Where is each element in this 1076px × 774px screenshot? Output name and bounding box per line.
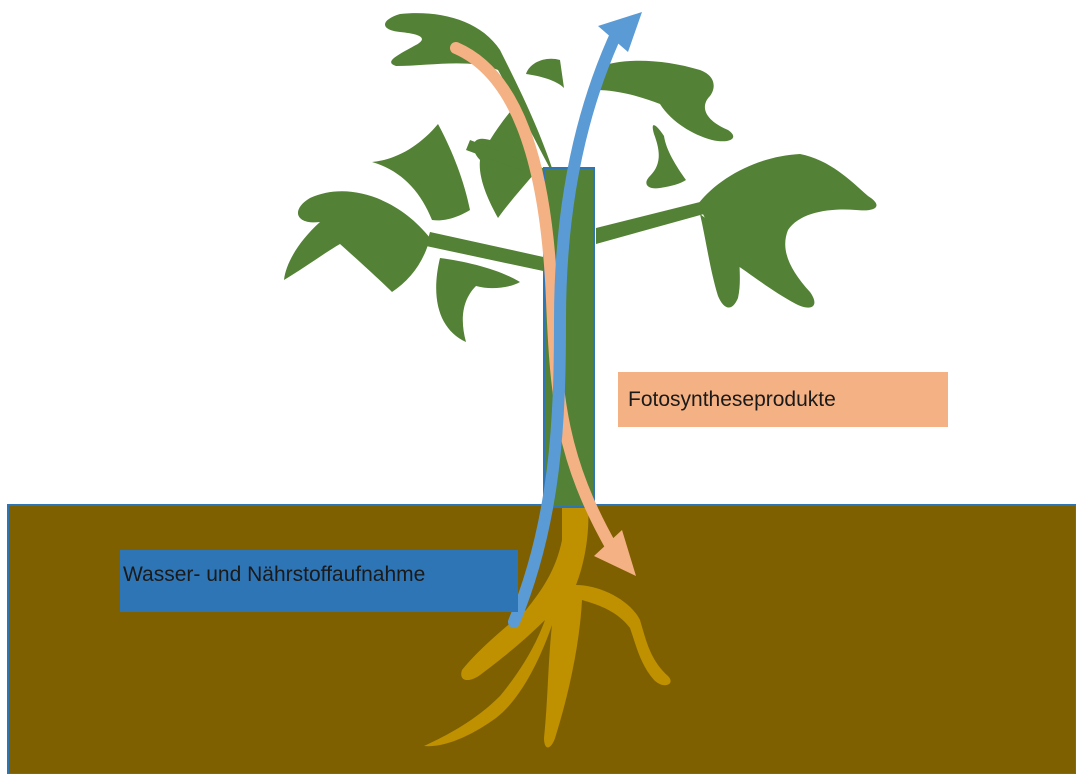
water-nutrient-uptake-label: Wasser- und Nährstoffaufnahme bbox=[120, 550, 518, 612]
water-nutrient-uptake-text: Wasser- und Nährstoffaufnahme bbox=[123, 563, 425, 587]
photosynthesis-products-text: Fotosyntheseprodukte bbox=[628, 388, 836, 412]
photosynthesis-products-label: Fotosyntheseprodukte bbox=[618, 372, 948, 427]
